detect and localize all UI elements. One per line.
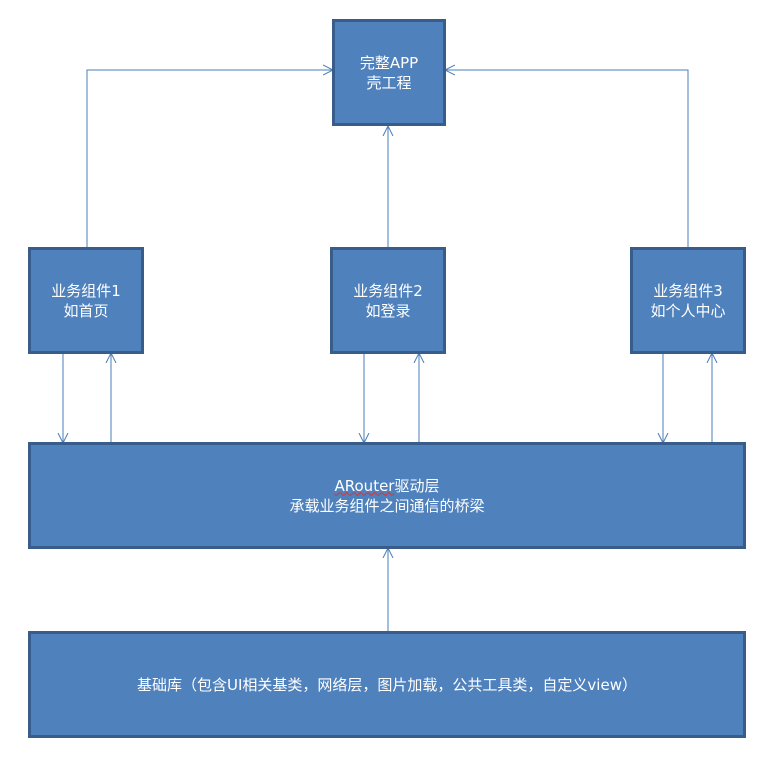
component1-line1: 业务组件1 bbox=[51, 281, 121, 300]
router-layer-label: 驱动层 bbox=[394, 476, 440, 495]
app-shell-line2: 壳工程 bbox=[366, 73, 412, 92]
router-line2: 承载业务组件之间通信的桥梁 bbox=[289, 496, 485, 515]
component3-box: 业务组件3 如个人中心 bbox=[630, 247, 746, 354]
base-library-box: 基础库（包含UI相关基类，网络层，图片加载，公共工具类，自定义view） bbox=[28, 631, 746, 738]
component2-line2: 如登录 bbox=[365, 301, 411, 320]
router-name: ARouter bbox=[334, 476, 395, 495]
component3-line1: 业务组件3 bbox=[653, 281, 723, 300]
component1-line2: 如首页 bbox=[63, 301, 109, 320]
component3-line2: 如个人中心 bbox=[650, 301, 726, 320]
arrow-component1-to-app bbox=[86, 70, 333, 248]
arrow-component3-to-app bbox=[445, 70, 689, 248]
component2-line1: 业务组件2 bbox=[353, 281, 423, 300]
router-layer-box: ARouter驱动层 承载业务组件之间通信的桥梁 bbox=[28, 442, 746, 549]
router-line1: ARouter驱动层 bbox=[335, 476, 440, 496]
base-library-label: 基础库（包含UI相关基类，网络层，图片加载，公共工具类，自定义view） bbox=[137, 675, 637, 694]
app-shell-line1: 完整APP bbox=[359, 53, 419, 72]
component1-box: 业务组件1 如首页 bbox=[28, 247, 144, 354]
component2-box: 业务组件2 如登录 bbox=[330, 247, 446, 354]
app-shell-box: 完整APP 壳工程 bbox=[332, 19, 446, 126]
